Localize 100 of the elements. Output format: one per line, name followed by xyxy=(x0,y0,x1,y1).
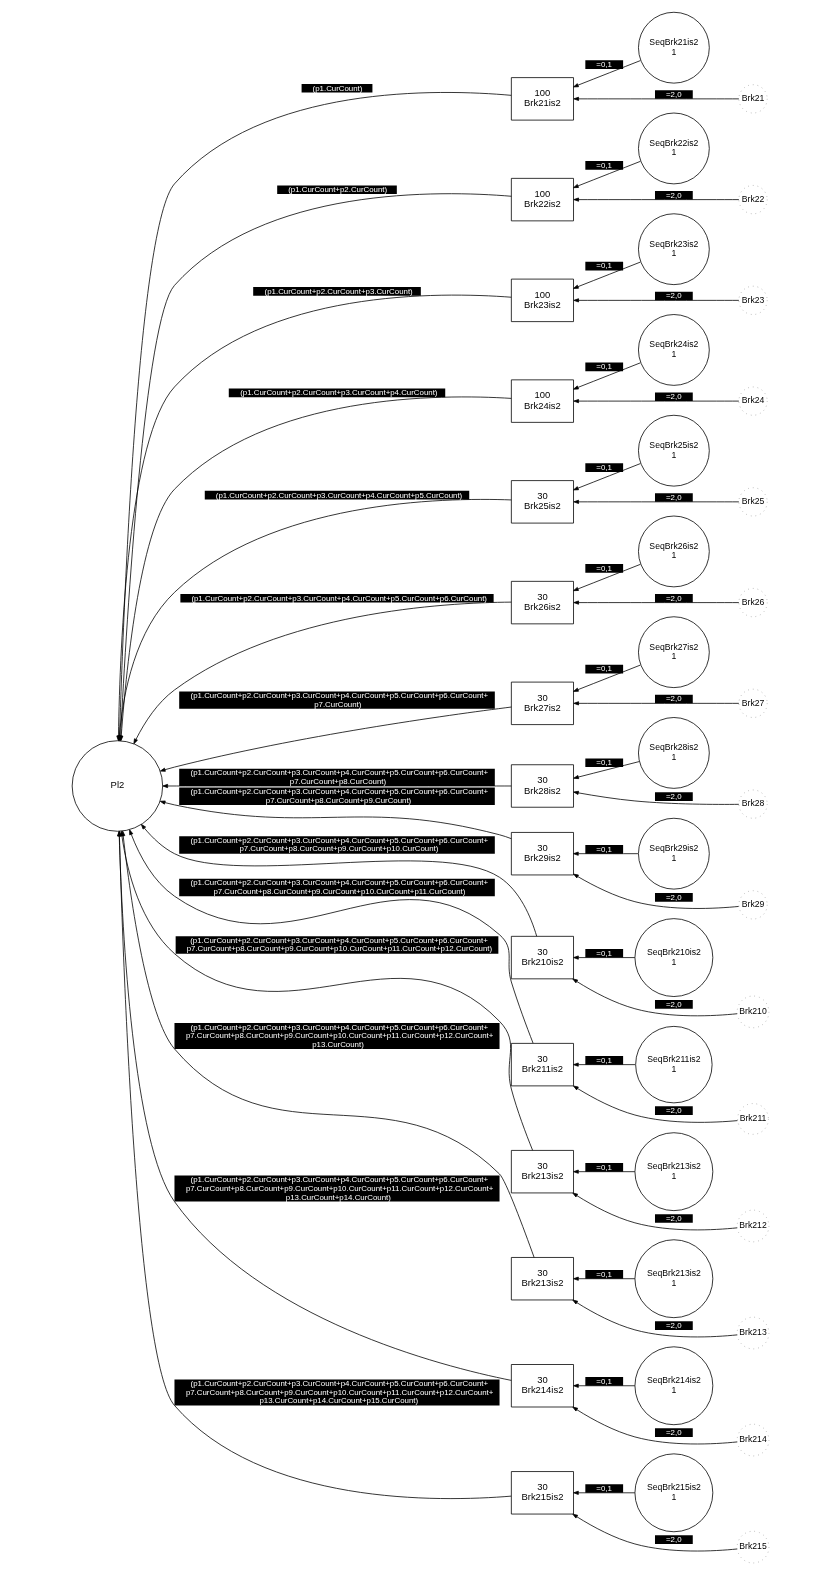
edge-label: =0,1 xyxy=(595,261,612,271)
edge-label: =2,0 xyxy=(665,190,682,200)
node-circle: SeqBrk214is2 1 xyxy=(634,1346,713,1426)
node-circle: SeqBrk22is2 1 xyxy=(637,112,710,185)
arrow xyxy=(572,701,739,706)
node-circle: Brk24 xyxy=(738,386,768,416)
node-circle: SeqBrk26is2 1 xyxy=(637,515,710,588)
node-circle: SeqBrk21is2 1 xyxy=(637,11,710,84)
node-box: 100 Brk24is2 xyxy=(510,379,574,423)
node-circle: SeqBrk210is2 1 xyxy=(634,918,713,997)
edge-label: (p1.CurCount+p2.CurCount+p3.CurCount+p4.CurCount+p5.CurCount+p6.CurCount) xyxy=(190,593,487,603)
arrow xyxy=(159,800,512,840)
arrow xyxy=(572,60,641,88)
edge-label: =0,1 xyxy=(595,948,612,958)
edge-label: =2,0 xyxy=(665,291,682,301)
edge-label: (p1.CurCount+p2.CurCount+p3.CurCount+p4.CurCount+p5.CurCount+p6.CurCount+p7.CurCount) xyxy=(190,690,488,709)
edge-label: =2,0 xyxy=(665,593,682,603)
arrow xyxy=(572,873,739,909)
arrow xyxy=(572,298,739,303)
edge-label: (p1.CurCount+p2.CurCount+p3.CurCount+p4.CurCount+p5.CurCount) xyxy=(215,490,462,500)
node-circle: Brk28 xyxy=(738,789,768,819)
node-circle: Brk214 xyxy=(736,1423,769,1457)
edge-label: =2,0 xyxy=(665,694,682,704)
edge-label: =0,1 xyxy=(595,844,612,854)
edge-label: =2,0 xyxy=(665,999,682,1009)
edge-label: =2,0 xyxy=(665,492,682,502)
edge-label: =0,1 xyxy=(595,362,612,372)
node-circle: SeqBrk28is2 1 xyxy=(637,717,710,789)
node-box: 30 Brk28is2 xyxy=(510,764,574,808)
node-box: 100 Brk22is2 xyxy=(510,177,574,222)
arrow xyxy=(572,499,739,504)
edge-label: =2,0 xyxy=(665,1320,682,1330)
arrow xyxy=(572,1085,738,1123)
node-box: 30 Brk213is2 xyxy=(510,1150,574,1194)
edge-label: =0,1 xyxy=(595,1162,612,1172)
arrow xyxy=(571,1513,737,1552)
node-box: 30 Brk210is2 xyxy=(510,935,574,980)
node-circle: Brk23 xyxy=(738,285,768,315)
edge-label: (p1.CurCount+p2.CurCount+p3.CurCount+p4.CurCount+p5.CurCount+p6.CurCount+p7.CurCount+p8.CurCount+p9.CurCount+p10.CurCount+p11.CurCount+p12.CurCount+p13.CurCount+p14.CurCount+p15.CurCount) xyxy=(185,1379,493,1406)
edge-label: (p1.CurCount+p2.CurCount+p3.CurCount+p4.CurCount+p5.CurCount+p6.CurCount+p7.CurCount+p8.CurCount+p9.CurCount+p10.CurCount) xyxy=(190,835,488,854)
edge-label: (p1.CurCount+p2.CurCount+p3.CurCount+p4.CurCount) xyxy=(239,388,437,398)
edge-label: =2,0 xyxy=(665,1106,682,1116)
arrow xyxy=(571,1192,737,1231)
edge-label: =2,0 xyxy=(665,791,682,801)
arrow xyxy=(162,783,512,789)
node-box: 30 Brk26is2 xyxy=(510,580,574,625)
edge-label: =0,1 xyxy=(595,1376,612,1386)
edge-label: =0,1 xyxy=(595,1055,612,1065)
node-circle: Brk27 xyxy=(738,688,768,718)
edge-label: (p1.CurCount+p2.CurCount+p3.CurCount+p4.CurCount+p5.CurCount+p6.CurCount+p7.CurCount+p8.CurCount+p9.CurCount+p10.CurCount+p11.CurCount+p12.CurCount) xyxy=(186,935,492,954)
node-box: 30 Brk27is2 xyxy=(510,681,574,725)
edge-label: (p1.CurCount+p2.CurCount+p3.CurCount+p4.CurCount+p5.CurCount+p6.CurCount+p7.CurCount+p8.CurCount+p9.CurCount+p10.CurCount+p11.CurCount+p12.CurCount+p13.CurCount) xyxy=(185,1022,493,1049)
node-circle: Brk211 xyxy=(736,1103,769,1135)
node-circle: SeqBrk213is2 1 xyxy=(634,1239,713,1319)
node-circle: SeqBrk23is2 1 xyxy=(637,213,710,286)
arrow xyxy=(140,824,537,937)
edge-label: =2,0 xyxy=(665,392,682,402)
arrow xyxy=(133,601,512,745)
arrow xyxy=(572,399,739,404)
edge-label: =0,1 xyxy=(595,160,612,170)
arrow xyxy=(159,706,512,772)
node-circle: SeqBrk24is2 1 xyxy=(637,314,710,386)
edge-label: =0,1 xyxy=(595,59,612,69)
arrow xyxy=(572,563,641,592)
node-circle: SeqBrk215is2 1 xyxy=(634,1453,713,1533)
edge-label: (p1.CurCount+p2.CurCount+p3.CurCount+p4.CurCount+p5.CurCount+p6.CurCount+p7.CurCount+p8.CurCount+p9.CurCount+p10.CurCount+p11.CurCount) xyxy=(190,878,488,896)
edge-label: =0,1 xyxy=(595,563,612,573)
node-box: 30 Brk211is2 xyxy=(510,1043,574,1087)
node-box: 30 Brk29is2 xyxy=(510,832,574,876)
edge-label: (p1.CurCount+p2.CurCount+p3.CurCount+p4.CurCount+p5.CurCount+p6.CurCount+p7.CurCount+p8.CurCount+p9.CurCount) xyxy=(190,786,488,805)
node-circle: Brk21 xyxy=(738,84,768,114)
node-circle: Brk26 xyxy=(738,588,768,618)
edge-label: =2,0 xyxy=(665,1427,682,1437)
node-box: 100 Brk21is2 xyxy=(510,77,574,121)
edge-label: (p1.CurCount+p2.CurCount) xyxy=(287,185,387,195)
arrow xyxy=(571,978,737,1017)
edge-label: =0,1 xyxy=(595,462,612,472)
edge-label: (p1.CurCount+p2.CurCount+p3.CurCount) xyxy=(264,286,413,296)
node-circle: SeqBrk27is2 1 xyxy=(637,616,710,688)
arrow xyxy=(128,829,533,1044)
node-circle: Brk213 xyxy=(736,1316,769,1350)
node-circle: SeqBrk25is2 1 xyxy=(637,414,710,487)
edge-label: =0,1 xyxy=(595,1269,612,1279)
node-box: 30 Brk214is2 xyxy=(510,1364,574,1408)
edge-label: =2,0 xyxy=(665,1213,682,1223)
edge-label: =0,1 xyxy=(595,664,612,674)
node-circle: SeqBrk211is2 1 xyxy=(634,1026,712,1104)
node-circle: SeqBrk213is2 1 xyxy=(634,1132,713,1212)
node-circle: Brk29 xyxy=(738,890,768,920)
edge-label: (p1.CurCount) xyxy=(312,83,362,93)
node-circle: Brk25 xyxy=(738,487,768,517)
node-circle: Brk215 xyxy=(736,1530,769,1564)
node-circle: Brk22 xyxy=(738,185,768,215)
edge-label: =2,0 xyxy=(665,892,682,902)
edge-label: =2,0 xyxy=(665,89,682,99)
arrow xyxy=(571,1406,737,1445)
node-box: 30 Brk213is2 xyxy=(510,1257,574,1301)
arrow xyxy=(571,1299,737,1338)
edge-label: =0,1 xyxy=(595,758,612,768)
edge-label: =0,1 xyxy=(595,1483,612,1493)
